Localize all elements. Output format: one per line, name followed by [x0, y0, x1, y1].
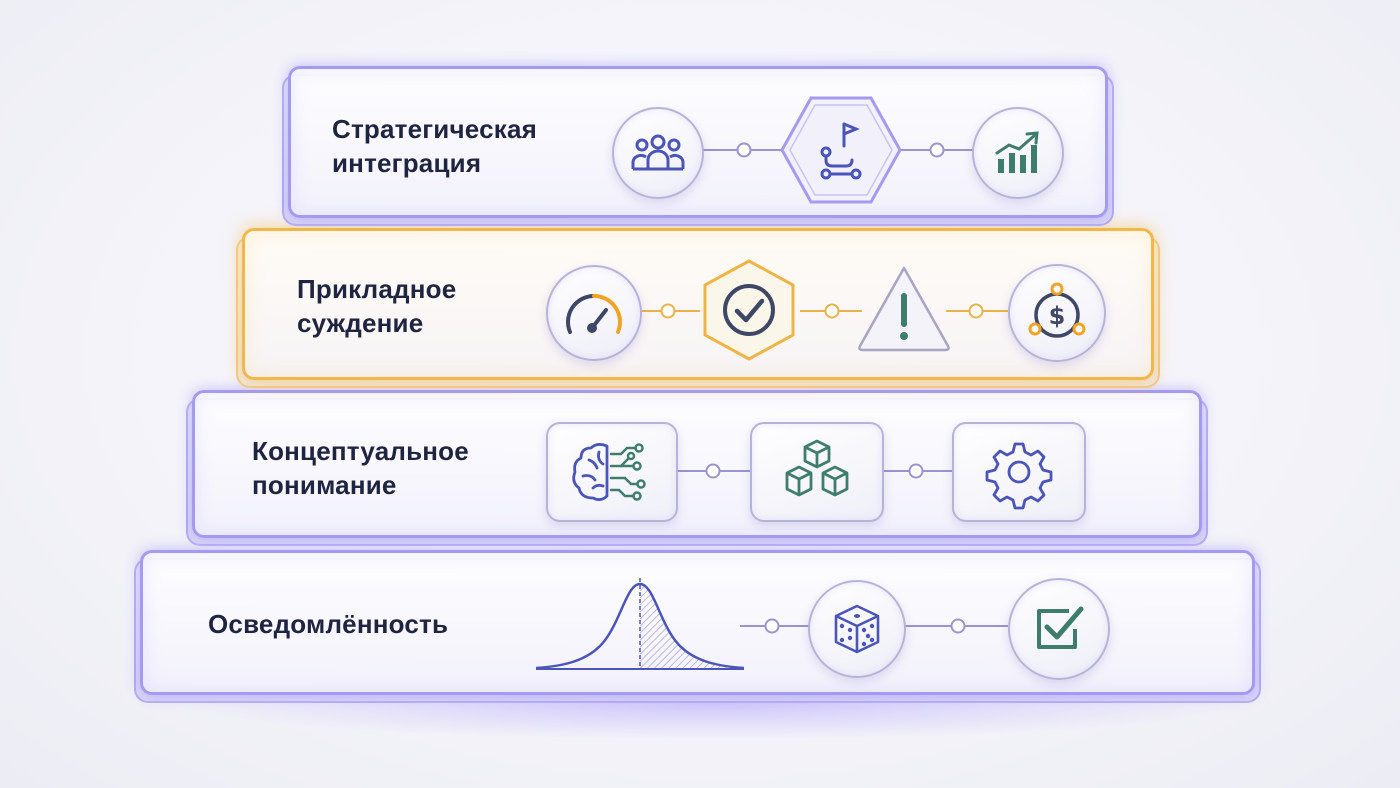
connector-dot — [660, 303, 676, 319]
growth-chart-icon — [972, 107, 1064, 199]
tier-conceptual-label: Концептуальное понимание — [252, 434, 469, 502]
svg-text:$: $ — [1049, 302, 1066, 330]
connector-dot — [968, 303, 984, 319]
gauge-icon — [546, 265, 642, 361]
tier-strategic-label: Стратегическая интеграция — [332, 112, 537, 180]
tier-applied-face — [242, 228, 1154, 380]
connector-dot — [929, 142, 945, 158]
warning-icon — [856, 264, 952, 354]
connector-dot — [764, 618, 780, 634]
connector-dot — [705, 463, 721, 479]
tier-applied-label-line1: Прикладное — [297, 274, 457, 304]
tier-awareness-label: Осведомлённость — [208, 607, 448, 641]
tier-conceptual-label-line1: Концептуальное — [252, 436, 469, 466]
tier-awareness-label-line1: Осведомлённость — [208, 609, 449, 639]
tier-applied: Прикладное суждение — [236, 228, 1160, 388]
brain-network-icon — [546, 422, 678, 522]
tier-strategic-label-line2: интеграция — [332, 148, 482, 178]
dice-icon — [808, 580, 906, 678]
gear-icon — [952, 422, 1086, 522]
checkmark-icon — [697, 258, 801, 362]
tier-conceptual-label-line2: понимание — [252, 470, 397, 500]
tier-strategic-label-line1: Стратегическая — [332, 114, 537, 144]
tier-applied-label-line2: суждение — [297, 308, 424, 338]
money-cycle-icon: $ — [1008, 264, 1106, 362]
connector-dot — [950, 618, 966, 634]
team-icon — [612, 107, 704, 199]
roadmap-flag-icon — [780, 94, 902, 206]
tier-applied-label: Прикладное суждение — [297, 272, 456, 340]
connector-dot — [824, 303, 840, 319]
connector-dot — [908, 463, 924, 479]
checkbox-icon — [1008, 578, 1110, 680]
connector-dot — [736, 142, 752, 158]
normal-distribution-icon — [534, 576, 746, 672]
cubes-icon — [750, 422, 884, 522]
